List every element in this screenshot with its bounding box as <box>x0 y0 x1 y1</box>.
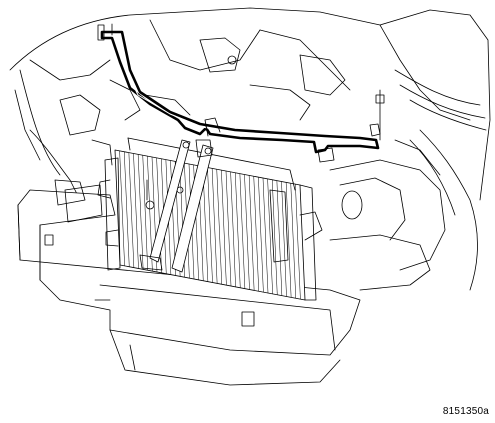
radiator-fin <box>216 169 222 285</box>
radiator-fin <box>253 176 259 292</box>
front-bumper <box>17 179 361 386</box>
radiator-fin <box>156 157 162 273</box>
radiator-fin <box>221 170 227 286</box>
left-lower-bracket <box>64 139 113 223</box>
radiator-fin <box>235 172 241 288</box>
radiator-fin <box>230 171 236 287</box>
figure-code: 8151350a <box>442 406 489 417</box>
radiator-fin <box>244 174 250 290</box>
radiator-fin <box>248 175 255 291</box>
support-brackets <box>139 139 214 273</box>
radiator-fin <box>285 182 292 298</box>
radiator-fin <box>295 184 301 300</box>
radiator-fin <box>142 155 148 271</box>
radiator-fin <box>207 167 213 283</box>
radiator-fin <box>262 177 269 294</box>
radiator-fin <box>272 179 278 295</box>
engine-compartment <box>9 7 491 291</box>
right-fender-structure <box>329 139 446 291</box>
upper-crossmember <box>97 23 385 154</box>
radiator-fin <box>290 183 296 299</box>
fasteners <box>195 117 381 163</box>
radiator-fin <box>225 170 232 287</box>
radiator-fin <box>239 173 246 289</box>
radiator-fin <box>128 152 135 268</box>
radiator-fin <box>124 151 130 267</box>
radiator-fin <box>258 177 264 293</box>
radiator-fin <box>276 180 283 296</box>
radiator-fin <box>133 153 139 269</box>
radiator-fin <box>211 168 218 284</box>
radiator-fin <box>281 181 287 297</box>
radiator-core <box>97 137 323 301</box>
radiator-fin <box>137 154 144 270</box>
radiator-fin <box>267 178 273 294</box>
radiator-fin <box>119 150 125 266</box>
